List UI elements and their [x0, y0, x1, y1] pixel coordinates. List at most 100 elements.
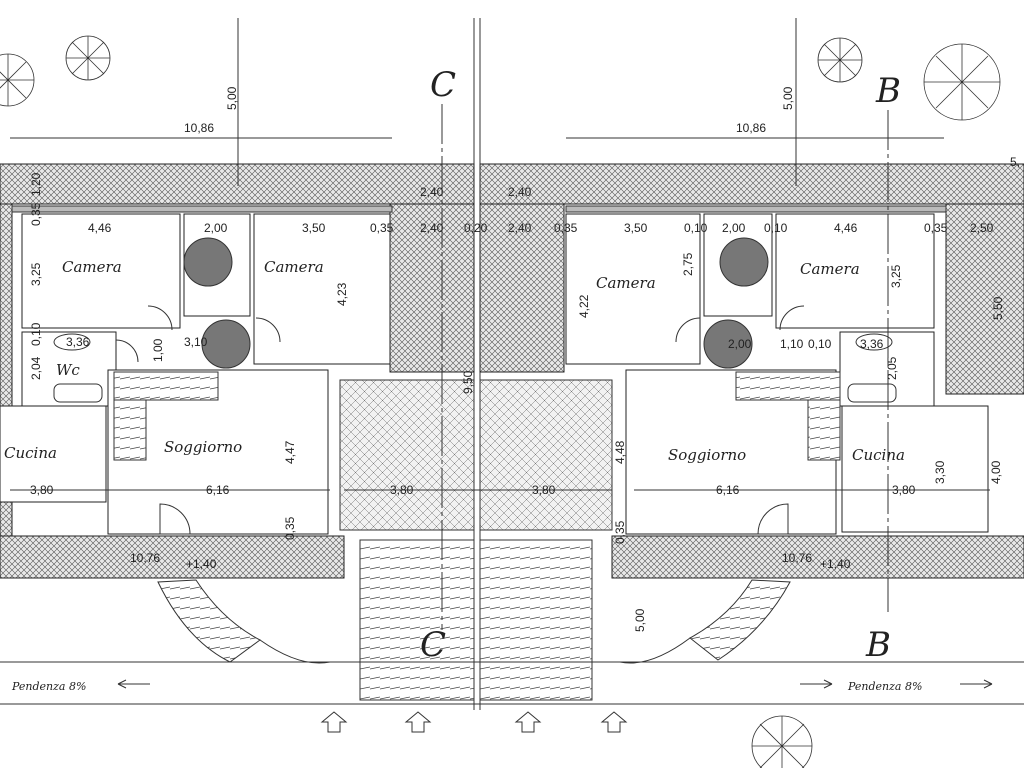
- left-camera1: [21, 213, 181, 329]
- dim-label: 0,35: [283, 516, 297, 540]
- room-cucina-r: Cucina: [852, 446, 905, 464]
- section-b-top: B: [875, 71, 901, 111]
- tree-icon: [923, 43, 1001, 121]
- left-stairs-side: [113, 399, 147, 461]
- dim-label: 10,86: [736, 121, 766, 135]
- dim-label: 2,00: [722, 221, 746, 235]
- dim-label: 0,10: [808, 337, 832, 351]
- left-top-wall: [0, 163, 475, 205]
- right-bottom-wall: [611, 535, 1024, 579]
- dim-label: 2,50: [970, 221, 994, 235]
- dim-label: 4,22: [577, 294, 591, 318]
- arrow-left-icon: [117, 679, 150, 689]
- right-terrace: [479, 379, 613, 531]
- dim-label: 2,40: [508, 185, 532, 199]
- tree-icon: [751, 715, 813, 768]
- left-terrace: [339, 379, 475, 531]
- right-camera2: [775, 213, 935, 329]
- arrow-right-icon-2: [960, 679, 993, 689]
- right-door-arc1: [675, 317, 701, 343]
- dim-label: 0,35: [29, 202, 43, 226]
- dim-label: 5,00: [781, 86, 795, 110]
- dim-label: 10,86: [184, 121, 214, 135]
- left-stairs-top: [113, 371, 219, 401]
- dim-label: 5,50: [991, 296, 1005, 320]
- right-house: [479, 163, 1024, 701]
- right-left-block: [479, 203, 565, 373]
- dim-label: 3,10: [184, 335, 208, 349]
- left-door-main: [159, 503, 191, 535]
- room-cucina-l: Cucina: [4, 444, 57, 462]
- left-door-arc3: [115, 339, 139, 363]
- note-pendenza-left: Pendenza 8%: [11, 680, 86, 693]
- right-circle-1: [719, 237, 769, 287]
- left-camera2: [253, 213, 391, 365]
- dim-label: 4,23: [335, 282, 349, 306]
- dim-label: +1,40: [820, 557, 851, 571]
- right-entry-curve: [619, 637, 691, 664]
- dim-label: 4,00: [989, 460, 1003, 484]
- right-cucina: [841, 405, 989, 533]
- left-door-arc1: [147, 305, 173, 331]
- right-entry-steps: [689, 579, 791, 661]
- arrow-right-icon: [800, 679, 833, 689]
- section-c-top: C: [430, 65, 456, 105]
- right-door-main: [757, 503, 789, 535]
- room-camera-l2: Camera: [264, 258, 324, 276]
- room-camera-l1: Camera: [62, 258, 122, 276]
- dim-label: 0,10: [684, 221, 708, 235]
- dim-label: 3,50: [624, 221, 648, 235]
- entry-arrow-icon: [320, 711, 628, 733]
- dim-label: 3,50: [302, 221, 326, 235]
- right-circle-2: [703, 319, 753, 369]
- room-camera-r2: Camera: [800, 260, 860, 278]
- dim-label: 0,35: [554, 221, 578, 235]
- left-cucina: [0, 405, 107, 503]
- dim-label: 0,35: [370, 221, 394, 235]
- left-sink: [53, 333, 91, 351]
- dim-label: 2,75: [681, 252, 695, 276]
- right-sink: [855, 333, 893, 351]
- right-tub: [847, 383, 897, 403]
- right-side-block: [945, 203, 1024, 395]
- right-top-wall: [479, 163, 1024, 205]
- dim-label: 4,47: [283, 440, 297, 464]
- tree-icon: [0, 53, 35, 107]
- dim-label: 1,10: [780, 337, 804, 351]
- dim-label: 1,00: [151, 338, 165, 362]
- left-entry-curve: [259, 639, 331, 664]
- room-wc-l: Wc: [56, 361, 80, 379]
- section-b-bottom: B: [865, 625, 891, 665]
- left-circle-2: [201, 319, 251, 369]
- dim-label: 6,16: [206, 483, 230, 497]
- left-ramp: [359, 539, 475, 701]
- dim-label: 0,20: [464, 221, 488, 235]
- dim-label: 3,36: [860, 337, 884, 351]
- dim-label: +1,40: [186, 557, 217, 571]
- dim-label: 2,40: [420, 221, 444, 235]
- tree-icon: [65, 35, 111, 81]
- dim-label: 2,40: [420, 185, 444, 199]
- right-ramp: [479, 539, 593, 701]
- dim-label: 6,16: [716, 483, 740, 497]
- dim-label: 2,00: [204, 221, 228, 235]
- dim-label: 3,80: [892, 483, 916, 497]
- left-door-arc2: [255, 317, 281, 343]
- dim-label: 10,76: [130, 551, 160, 565]
- dim-label: 4,48: [613, 440, 627, 464]
- left-entry-steps: [157, 579, 261, 663]
- dim-label: 3,80: [532, 483, 556, 497]
- dim-label: 4,46: [834, 221, 858, 235]
- dim-label: 0,10: [29, 322, 43, 346]
- note-pendenza-right: Pendenza 8%: [847, 680, 922, 693]
- left-house: [0, 163, 475, 701]
- dim-label: 5,: [1010, 155, 1020, 169]
- dim-label: 0,10: [764, 221, 788, 235]
- right-inner-top: [565, 205, 947, 213]
- dim-label: 2,40: [508, 221, 532, 235]
- right-camera1: [565, 213, 701, 365]
- dim-label: 0,35: [613, 520, 627, 544]
- dim-label: 3,30: [933, 460, 947, 484]
- right-door-arc2: [779, 305, 805, 331]
